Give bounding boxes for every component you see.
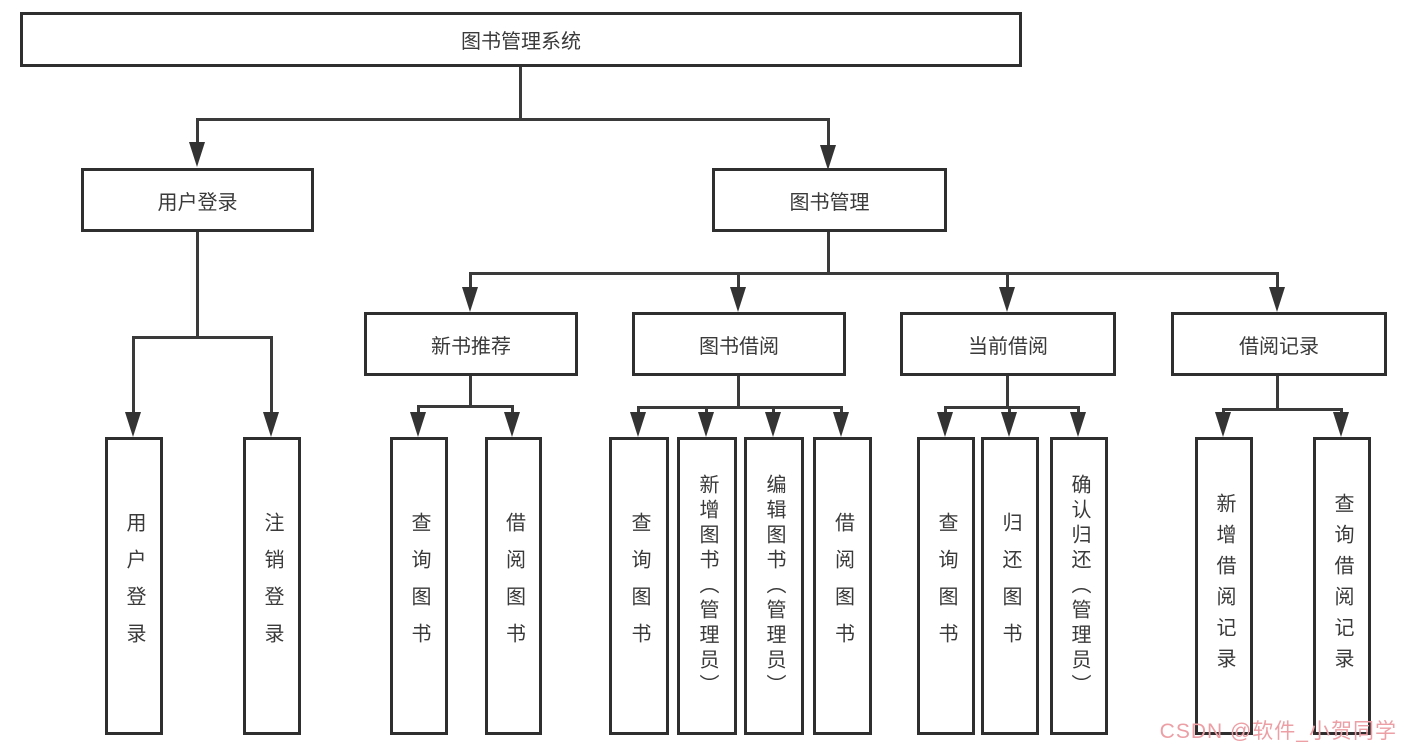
node-book-management: 图书管理 — [712, 168, 947, 232]
leaf-query-borrow-record: 查询借阅记录 — [1313, 437, 1371, 735]
leaf-add-borrow-record-label: 新增借阅记录 — [1213, 493, 1235, 679]
connector-line — [417, 405, 420, 415]
leaf-query-books-borrow-label: 查询图书 — [628, 512, 650, 660]
connector-line — [705, 406, 708, 415]
arrowhead-down-icon — [730, 287, 746, 312]
node-book-borrow-label: 图书借阅 — [699, 335, 779, 358]
arrowhead-down-icon — [1269, 287, 1285, 312]
connector-line — [637, 406, 640, 415]
connector-line — [469, 272, 472, 289]
leaf-return-books-label: 归还图书 — [999, 512, 1021, 660]
node-book-management-label: 图书管理 — [789, 191, 870, 214]
connector-line — [469, 272, 1279, 275]
connector-line — [840, 406, 843, 415]
leaf-query-books-recommend-label: 查询图书 — [408, 512, 430, 660]
leaf-user-login-label: 用户登录 — [123, 512, 145, 660]
node-borrow-records-label: 借阅记录 — [1239, 335, 1319, 358]
connector-line — [1008, 406, 1011, 415]
connector-line — [417, 405, 514, 408]
connector-line — [1276, 272, 1279, 289]
arrowhead-down-icon — [820, 145, 836, 170]
leaf-logout: 注销登录 — [243, 437, 301, 735]
leaf-borrow-books-recommend: 借阅图书 — [485, 437, 542, 735]
node-current-borrow-label: 当前借阅 — [968, 335, 1048, 358]
leaf-borrow-books-recommend-label: 借阅图书 — [502, 512, 525, 660]
connector-line — [511, 405, 514, 415]
arrowhead-down-icon — [698, 412, 714, 437]
arrowhead-down-icon — [1333, 412, 1349, 437]
watermark: CSDN @软件_小贺同学 — [1159, 720, 1397, 743]
arrowhead-down-icon — [504, 412, 520, 437]
leaf-confirm-return-admin-label: 确认归还（管理员） — [1068, 473, 1090, 699]
connector-line — [469, 376, 472, 405]
leaf-confirm-return-admin: 确认归还（管理员） — [1050, 437, 1108, 735]
connector-line — [1340, 408, 1343, 415]
arrowhead-down-icon — [189, 142, 205, 167]
connector-line — [772, 406, 775, 415]
connector-line — [132, 336, 135, 414]
arrowhead-down-icon — [1001, 412, 1017, 437]
arrowhead-down-icon — [1215, 412, 1231, 437]
node-user-login-label: 用户登录 — [157, 191, 238, 214]
leaf-add-books-admin: 新增图书（管理员） — [677, 437, 737, 735]
arrowhead-down-icon — [410, 412, 426, 437]
connector-line — [944, 406, 1079, 409]
leaf-user-login: 用户登录 — [105, 437, 163, 735]
leaf-query-borrow-record-label: 查询借阅记录 — [1331, 493, 1353, 679]
connector-line — [1222, 408, 1225, 415]
connector-line — [1077, 406, 1080, 415]
connector-line — [827, 118, 830, 147]
leaf-borrow-books-label: 借阅图书 — [831, 512, 854, 660]
arrowhead-down-icon — [937, 412, 953, 437]
node-root: 图书管理系统 — [20, 12, 1022, 67]
arrowhead-down-icon — [1070, 412, 1086, 437]
leaf-query-books-current: 查询图书 — [917, 437, 975, 735]
connector-line — [196, 118, 199, 144]
node-current-borrow: 当前借阅 — [900, 312, 1116, 376]
connector-line — [737, 272, 740, 289]
node-book-borrow: 图书借阅 — [632, 312, 846, 376]
leaf-logout-label: 注销登录 — [261, 512, 283, 660]
leaf-edit-books-admin-label: 编辑图书（管理员） — [763, 473, 785, 699]
node-user-login: 用户登录 — [81, 168, 314, 232]
connector-line — [1222, 408, 1342, 411]
arrowhead-down-icon — [833, 412, 849, 437]
arrowhead-down-icon — [630, 412, 646, 437]
arrowhead-down-icon — [765, 412, 781, 437]
leaf-query-books-borrow: 查询图书 — [609, 437, 669, 735]
node-new-book-recommend: 新书推荐 — [364, 312, 578, 376]
connector-line — [944, 406, 947, 415]
connector-line — [196, 118, 830, 121]
connector-line — [270, 336, 273, 414]
connector-line — [1276, 376, 1279, 408]
connector-line — [132, 336, 272, 339]
connector-line — [519, 67, 522, 118]
node-borrow-records: 借阅记录 — [1171, 312, 1387, 376]
connector-line — [737, 376, 740, 406]
arrowhead-down-icon — [999, 287, 1015, 312]
leaf-query-books-current-label: 查询图书 — [935, 512, 957, 660]
connector-line — [827, 232, 830, 272]
node-root-label: 图书管理系统 — [461, 31, 581, 53]
leaf-add-books-admin-label: 新增图书（管理员） — [696, 473, 718, 699]
leaf-borrow-books: 借阅图书 — [813, 437, 872, 735]
arrowhead-down-icon — [462, 287, 478, 312]
arrowhead-down-icon — [263, 412, 279, 437]
leaf-query-books-recommend: 查询图书 — [390, 437, 448, 735]
leaf-add-borrow-record: 新增借阅记录 — [1195, 437, 1253, 735]
connector-line — [637, 406, 843, 409]
leaf-edit-books-admin: 编辑图书（管理员） — [744, 437, 804, 735]
node-new-book-recommend-label: 新书推荐 — [431, 335, 511, 358]
arrowhead-down-icon — [125, 412, 141, 437]
connector-line — [196, 232, 199, 336]
connector-line — [1006, 376, 1009, 406]
leaf-return-books: 归还图书 — [981, 437, 1039, 735]
connector-line — [1006, 272, 1009, 289]
